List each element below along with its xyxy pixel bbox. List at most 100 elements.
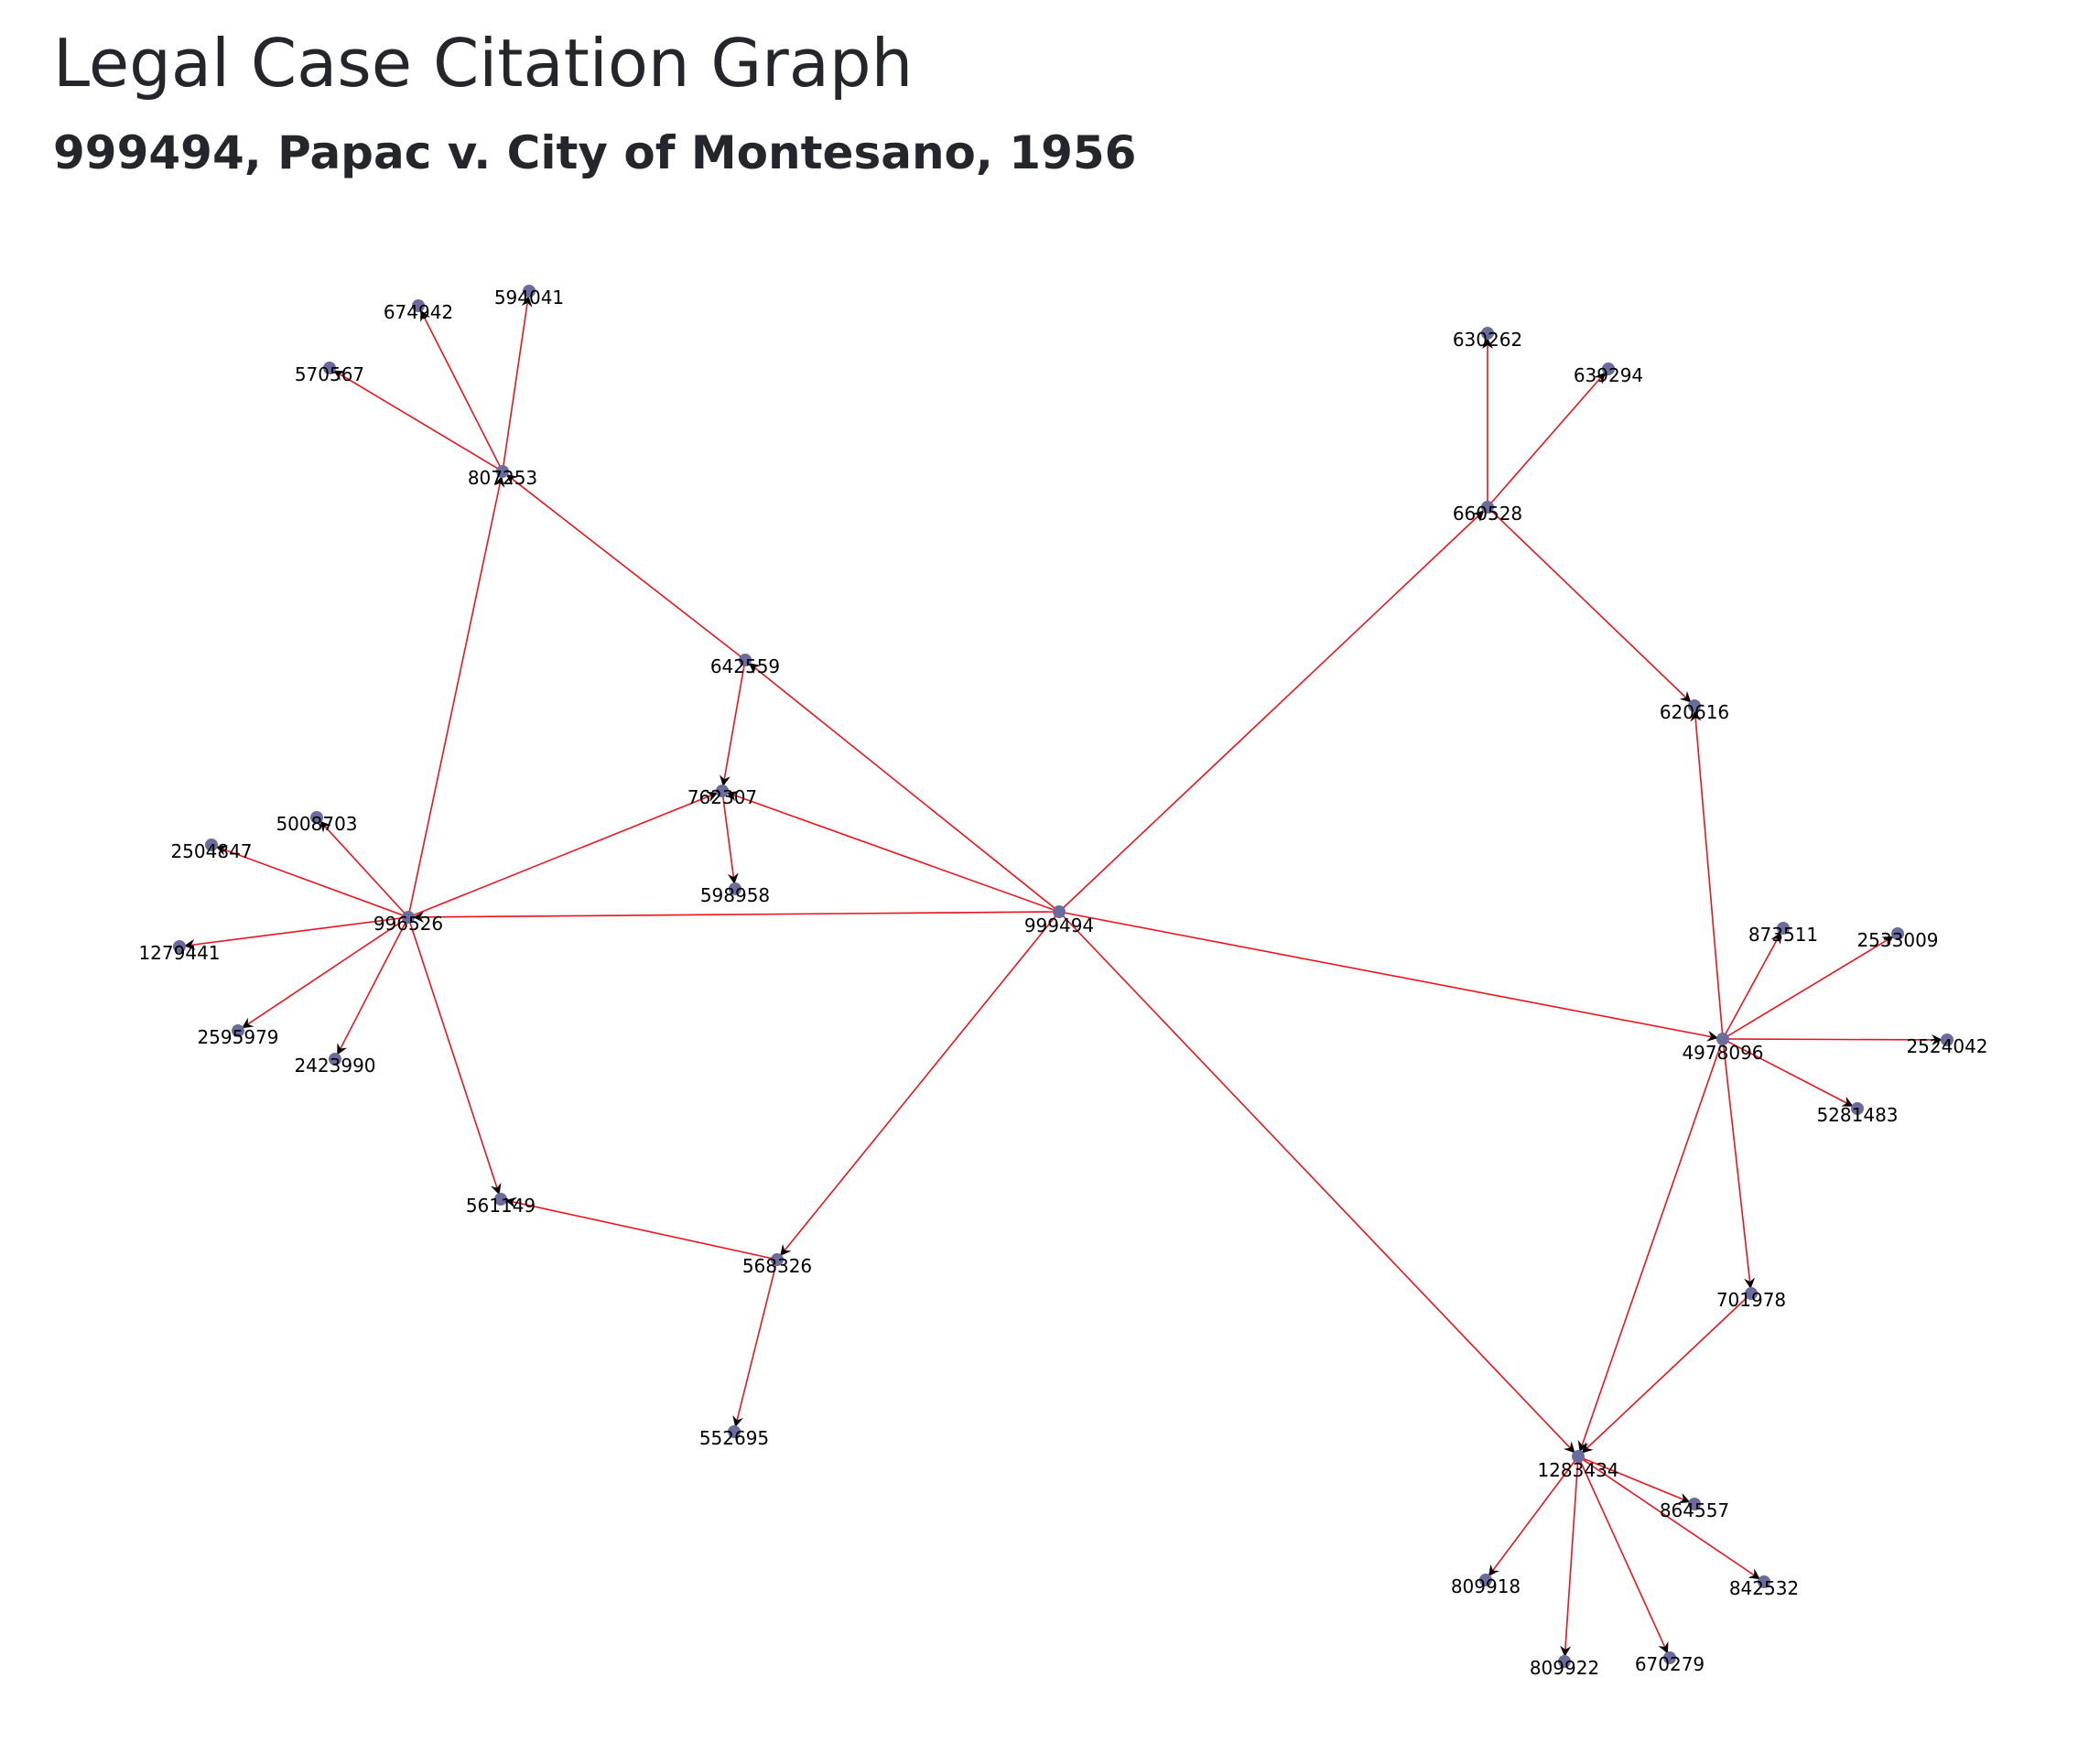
edge-996526-to-2595979 [242, 916, 409, 1029]
node-568326[interactable] [771, 1253, 784, 1266]
node-label-1283434: 1283434 [1537, 1459, 1618, 1481]
node-660528[interactable] [1481, 501, 1494, 514]
node-999494[interactable] [1053, 905, 1066, 918]
node-label-999494: 999494 [1024, 914, 1094, 936]
node-label-639294: 639294 [1574, 364, 1643, 386]
node-label-660528: 660528 [1453, 503, 1522, 525]
node-label-4978096: 4978096 [1682, 1042, 1763, 1064]
edge-660528-to-620616 [1487, 506, 1692, 703]
node-label-598958: 598958 [700, 884, 770, 906]
node-2524042[interactable] [1941, 1034, 1954, 1046]
node-1283434[interactable] [1572, 1450, 1585, 1463]
graph-title: Legal Case Citation Graph [53, 25, 914, 102]
node-598958[interactable] [729, 882, 741, 895]
edge-999494-to-762307 [726, 791, 1060, 913]
edge-4978096-to-701978 [1722, 1038, 1756, 1290]
edge-701978-to-1283434 [1581, 1293, 1752, 1454]
edge-568326-to-552695 [732, 1259, 778, 1428]
node-2504847[interactable] [205, 839, 218, 851]
edge-4978096-to-5281483 [1722, 1038, 1854, 1107]
graph-subtitle: 999494, Papac v. City of Montesano, 1956 [53, 126, 1137, 179]
node-873511[interactable] [1777, 922, 1790, 935]
node-701978[interactable] [1745, 1287, 1758, 1300]
node-label-561149: 561149 [466, 1195, 536, 1217]
node-label-873511: 873511 [1748, 924, 1818, 946]
node-label-809918: 809918 [1451, 1575, 1521, 1597]
edges-layer [183, 295, 1943, 1658]
node-809918[interactable] [1479, 1574, 1492, 1586]
edge-1283434-to-670279 [1577, 1456, 1669, 1654]
node-552695[interactable] [728, 1425, 741, 1438]
node-label-2504847: 2504847 [170, 840, 252, 862]
edge-996526-to-762307 [407, 791, 719, 918]
edge-4978096-to-620616 [1690, 709, 1724, 1040]
node-label-5008703: 5008703 [276, 813, 357, 835]
edge-999494-to-1283434 [1058, 911, 1575, 1454]
node-762307[interactable] [716, 785, 729, 797]
edge-1283434-to-809918 [1488, 1456, 1579, 1576]
node-label-570567: 570567 [295, 363, 364, 385]
edge-996526-to-2504847 [215, 845, 409, 918]
edge-999494-to-996526 [412, 911, 1060, 923]
node-630262[interactable] [1481, 327, 1494, 340]
node-4978096[interactable] [1716, 1033, 1729, 1045]
edge-4978096-to-873511 [1722, 932, 1781, 1040]
node-2533009[interactable] [1891, 927, 1904, 940]
node-670279[interactable] [1663, 1651, 1676, 1664]
node-label-701978: 701978 [1716, 1289, 1786, 1311]
node-639294[interactable] [1602, 363, 1615, 375]
node-label-594041: 594041 [494, 287, 564, 308]
edge-568326-to-561149 [504, 1196, 778, 1261]
node-1279441[interactable] [173, 940, 186, 953]
node-620616[interactable] [1688, 699, 1701, 712]
edge-996526-to-807253 [407, 475, 505, 918]
edge-996526-to-561149 [407, 916, 502, 1196]
edge-660528-to-639294 [1487, 372, 1606, 508]
edge-807253-to-674942 [420, 309, 503, 472]
edge-999494-to-568326 [780, 911, 1060, 1257]
edge-999494-to-642559 [748, 663, 1060, 913]
node-594041[interactable] [523, 285, 536, 298]
edge-807253-to-570567 [333, 370, 503, 472]
node-label-5281483: 5281483 [1816, 1104, 1898, 1126]
node-label-1279441: 1279441 [138, 942, 220, 964]
edge-1283434-to-864557 [1577, 1456, 1691, 1504]
node-label-620616: 620616 [1660, 701, 1729, 723]
node-2595979[interactable] [232, 1024, 244, 1037]
edge-807253-to-594041 [502, 295, 533, 472]
node-label-842532: 842532 [1729, 1577, 1799, 1599]
node-807253[interactable] [496, 465, 509, 478]
node-561149[interactable] [494, 1193, 507, 1206]
edge-762307-to-598958 [721, 790, 739, 885]
node-996526[interactable] [402, 911, 415, 924]
node-642559[interactable] [739, 654, 752, 666]
edge-1283434-to-809922 [1560, 1456, 1579, 1658]
node-5281483[interactable] [1851, 1102, 1864, 1115]
edge-4978096-to-1283434 [1577, 1038, 1724, 1453]
labels-layer: 9994949965268072536425597623075989586749… [138, 287, 1987, 1679]
node-label-670279: 670279 [1635, 1653, 1705, 1675]
node-809922[interactable] [1558, 1655, 1571, 1668]
node-label-630262: 630262 [1453, 329, 1522, 351]
node-842532[interactable] [1758, 1575, 1770, 1588]
node-570567[interactable] [323, 362, 336, 374]
node-label-809922: 809922 [1530, 1657, 1599, 1679]
node-label-2524042: 2524042 [1906, 1035, 1987, 1057]
edge-996526-to-1279441 [183, 916, 409, 950]
node-864557[interactable] [1688, 1498, 1701, 1510]
node-label-552695: 552695 [699, 1427, 769, 1449]
node-5008703[interactable] [310, 811, 323, 824]
node-label-807253: 807253 [468, 467, 537, 489]
edge-4978096-to-2533009 [1722, 936, 1894, 1040]
edge-642559-to-807253 [505, 474, 746, 661]
edge-996526-to-2423990 [337, 916, 409, 1055]
edge-4978096-to-2524042 [1722, 1034, 1943, 1045]
node-674942[interactable] [412, 299, 425, 312]
node-label-642559: 642559 [710, 655, 780, 677]
edge-642559-to-762307 [720, 659, 746, 787]
node-label-2595979: 2595979 [197, 1026, 278, 1048]
node-2423990[interactable] [329, 1053, 341, 1066]
edge-996526-to-5008703 [319, 820, 409, 918]
edge-999494-to-660528 [1058, 510, 1485, 913]
